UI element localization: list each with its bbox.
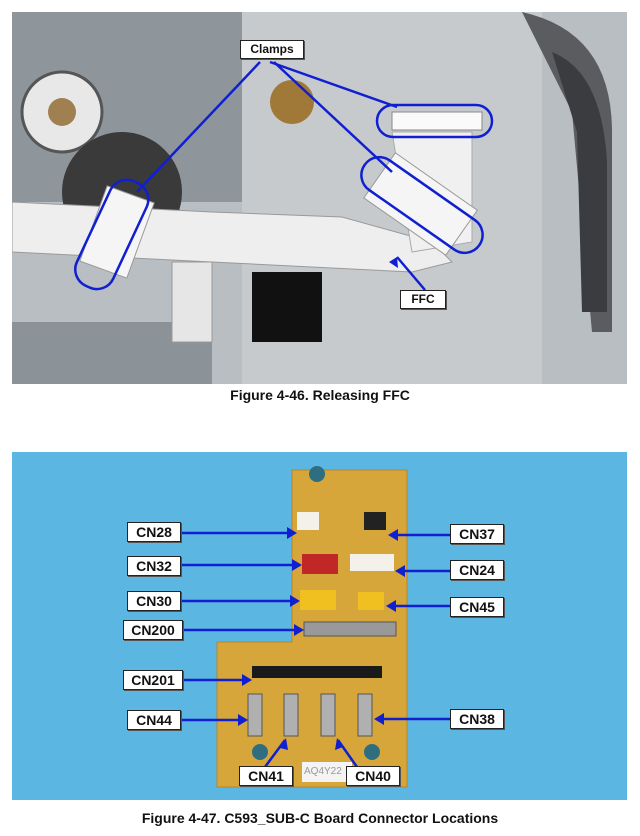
clamp-highlight-2 [360, 155, 484, 255]
figure-4-47-caption: Figure 4-47. C593_SUB-C Board Connector … [141, 810, 499, 826]
cn200-label: CN200 [123, 620, 183, 640]
cn44-label: CN44 [127, 710, 181, 730]
clamp-highlight-3 [74, 178, 150, 291]
cn201-label: CN201 [123, 670, 183, 690]
cn28-label: CN28 [127, 522, 181, 542]
cn38-label: CN38 [450, 709, 504, 729]
releasing-ffc-photo: Clamps FFC [12, 12, 627, 384]
cn40-label: CN40 [346, 766, 400, 786]
sub-c-board-photo: AQ4Y22 CN28 CN37 CN32 CN24 CN30 CN45 CN2… [12, 452, 627, 800]
clamp-highlight-1 [375, 103, 494, 139]
clamps-label: Clamps [240, 40, 304, 59]
cn41-label: CN41 [239, 766, 293, 786]
cn37-label: CN37 [450, 524, 504, 544]
figure-4-46-caption: Figure 4-46. Releasing FFC [230, 387, 410, 403]
cn45-label: CN45 [450, 597, 504, 617]
cn30-label: CN30 [127, 591, 181, 611]
cn32-label: CN32 [127, 556, 181, 576]
ffc-label: FFC [400, 290, 446, 309]
printer-mechanism-illustration [12, 12, 627, 384]
cn24-label: CN24 [450, 560, 504, 580]
board-sticker: AQ4Y22 [304, 766, 342, 777]
board-illustration [180, 466, 450, 788]
